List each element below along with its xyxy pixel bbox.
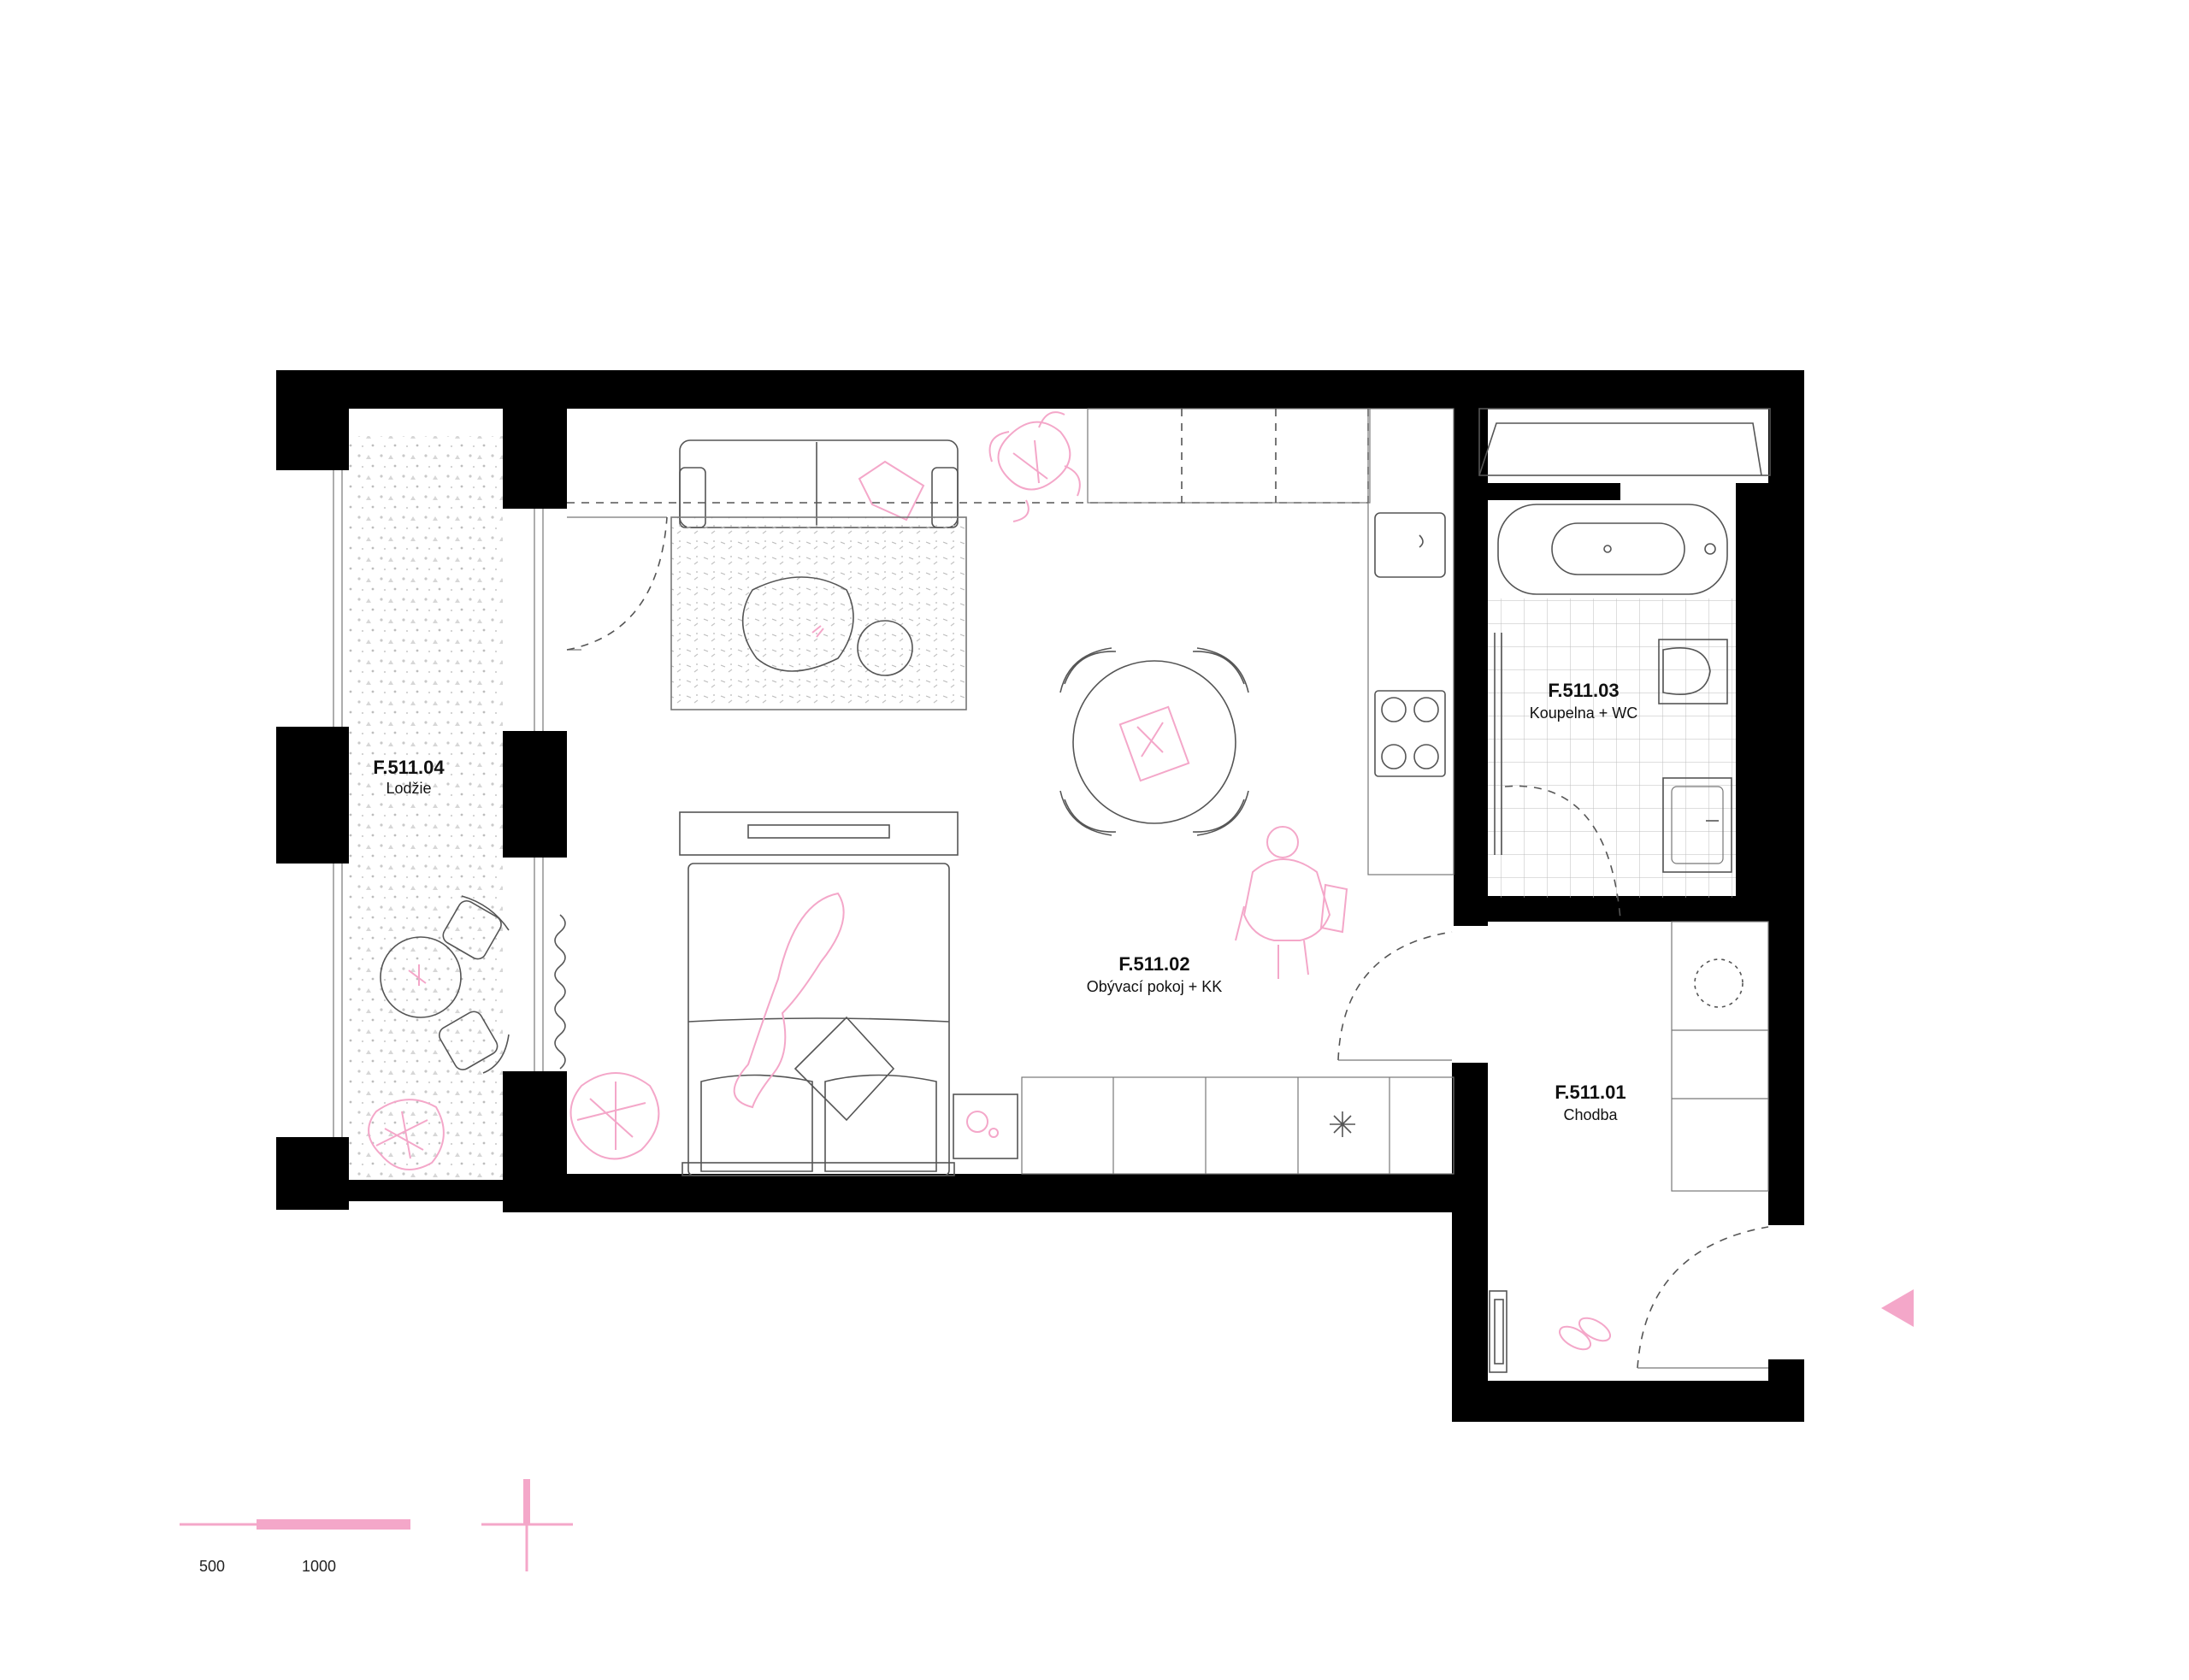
kitchen-counter <box>1367 408 1454 875</box>
room-name-hallway: Chodba <box>1563 1106 1618 1123</box>
room-name-living: Obývací pokoj + KK <box>1087 978 1223 995</box>
base-cabinets <box>1021 1076 1454 1175</box>
bathroom-door-swing <box>1504 785 1621 920</box>
entrance-door-swing <box>1637 1226 1769 1369</box>
pouf <box>857 620 913 676</box>
person-icon <box>1235 826 1348 979</box>
scale-label-1000: 1000 <box>302 1558 336 1575</box>
loggia-table-set <box>380 895 510 1074</box>
room-code-living: F.511.02 <box>1118 953 1189 975</box>
bathtub <box>1497 504 1728 595</box>
room-code-hallway: F.511.01 <box>1555 1082 1626 1103</box>
dining-set <box>1059 647 1249 836</box>
hall-wardrobe <box>1671 921 1769 1192</box>
rug <box>670 516 967 710</box>
scale-label-500: 500 <box>199 1558 225 1575</box>
towel-rail <box>1494 633 1502 855</box>
upper-cabinets <box>567 408 1371 504</box>
table-decor <box>811 625 824 638</box>
loggia-glazing <box>333 470 667 1137</box>
curtain <box>554 914 566 1070</box>
room-name-loggia: Lodžie <box>386 780 431 797</box>
bath-window-ledge <box>1478 408 1771 476</box>
room-name-bathroom: Koupelna + WC <box>1530 704 1638 722</box>
room-code-loggia: F.511.04 <box>373 757 445 778</box>
loggia-door-swing <box>566 516 668 651</box>
sofa <box>679 439 959 528</box>
plant-icon <box>988 411 1081 522</box>
plant-icon <box>569 1072 660 1160</box>
north-cross-icon <box>481 1479 573 1571</box>
toilet <box>1658 639 1728 704</box>
hall-door-swing <box>1337 931 1453 1061</box>
shoe-cabinet <box>1489 1290 1508 1373</box>
plant-icon <box>368 1099 445 1170</box>
bedside-table <box>953 1093 1018 1159</box>
room-code-bathroom: F.511.03 <box>1548 680 1619 701</box>
slippers-icon <box>1558 1317 1612 1351</box>
entrance-arrow-icon <box>1881 1289 1914 1327</box>
loggia-floor <box>349 436 503 1180</box>
bed <box>679 811 959 1176</box>
washbasin <box>1662 777 1732 873</box>
scale-bar <box>180 1519 410 1530</box>
bathroom-tiles <box>1488 598 1736 898</box>
walls <box>276 370 1804 1422</box>
coffee-table <box>741 576 854 672</box>
